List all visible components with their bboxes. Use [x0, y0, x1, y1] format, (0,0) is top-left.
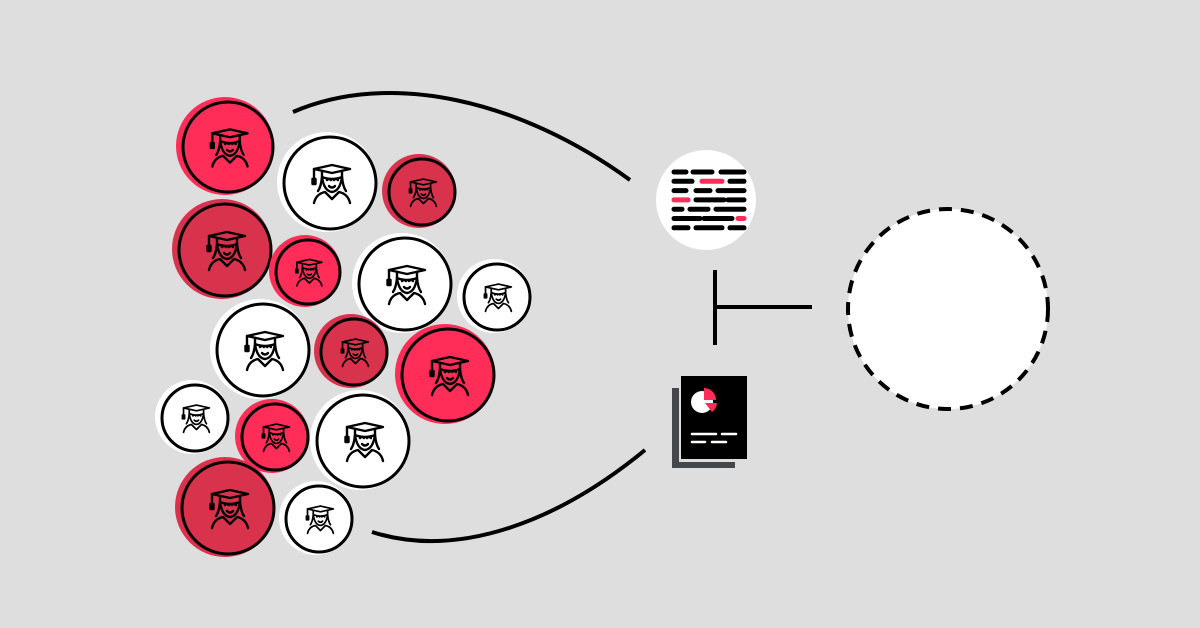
student-avatar	[269, 235, 342, 307]
student-avatar	[352, 233, 453, 333]
graduate-student-icon	[305, 505, 335, 535]
student-avatar	[279, 481, 354, 555]
graduate-student-icon	[261, 423, 291, 453]
student-avatar	[382, 154, 457, 228]
student-avatar	[235, 399, 310, 473]
connector-curve-bottom	[371, 448, 647, 544]
text-lines-icon	[656, 150, 756, 250]
graduate-student-icon	[483, 283, 513, 313]
graduate-student-icon	[311, 163, 352, 205]
graduate-student-icon	[429, 355, 470, 397]
student-avatar	[210, 299, 311, 399]
graduate-student-icon	[408, 178, 438, 208]
graduate-student-icon	[244, 330, 285, 372]
report-document-icon	[672, 374, 749, 468]
branch-connector	[713, 270, 812, 345]
student-avatar	[155, 380, 230, 454]
student-avatar	[176, 97, 275, 195]
student-cluster	[155, 97, 532, 557]
student-avatar	[457, 259, 532, 333]
graduate-student-icon	[206, 230, 247, 272]
connector-curve-top	[292, 91, 632, 182]
graduate-student-icon	[181, 404, 211, 434]
student-avatar	[277, 132, 378, 232]
graduate-student-icon	[386, 264, 427, 306]
dashed-target-circle	[846, 207, 1050, 411]
graduate-student-icon	[294, 258, 323, 287]
student-avatar	[175, 457, 276, 557]
graduate-student-icon	[340, 338, 370, 368]
graduate-student-icon	[344, 421, 385, 463]
student-avatar	[310, 390, 411, 490]
student-avatar	[395, 324, 496, 424]
student-avatar	[314, 314, 389, 388]
graduate-student-icon	[209, 128, 249, 168]
graduate-student-icon	[209, 488, 250, 530]
student-avatar	[172, 199, 273, 299]
